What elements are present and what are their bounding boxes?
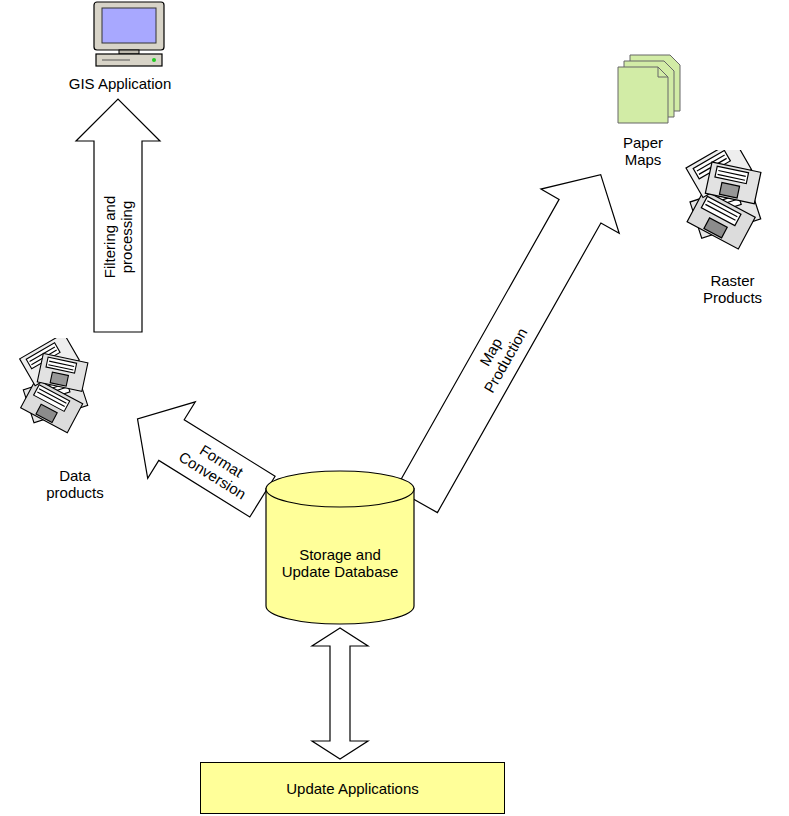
node-label: Raster Products (693, 272, 773, 306)
node-label: Storage and Update Database (275, 546, 405, 580)
paper-stack-icon (618, 55, 680, 123)
block-arrow (396, 175, 620, 513)
block-arrow (312, 628, 368, 759)
computer-node: GIS Application (60, 0, 180, 96)
node-label: Update Applications (286, 780, 419, 797)
data-node: Data products (15, 335, 135, 505)
node-label: Paper Maps (613, 134, 673, 168)
process-box: Update Applications (200, 762, 505, 814)
raster-node: Raster Products (680, 150, 785, 310)
floppy-icon (20, 333, 88, 432)
arrow-label: Map Production (461, 308, 535, 403)
node-label: GIS Application (69, 75, 172, 92)
block-arrow (138, 402, 276, 517)
arrow-label: Filtering and processing (101, 182, 135, 292)
computer-icon (94, 2, 164, 66)
block-arrow (76, 99, 160, 332)
database-cylinder: Storage and Update Database (265, 470, 415, 625)
paper-maps-node: Paper Maps (598, 50, 688, 172)
node-label: Data products (40, 467, 110, 501)
arrow-label: Format Conversion (170, 430, 264, 506)
floppy-icon (686, 140, 761, 249)
